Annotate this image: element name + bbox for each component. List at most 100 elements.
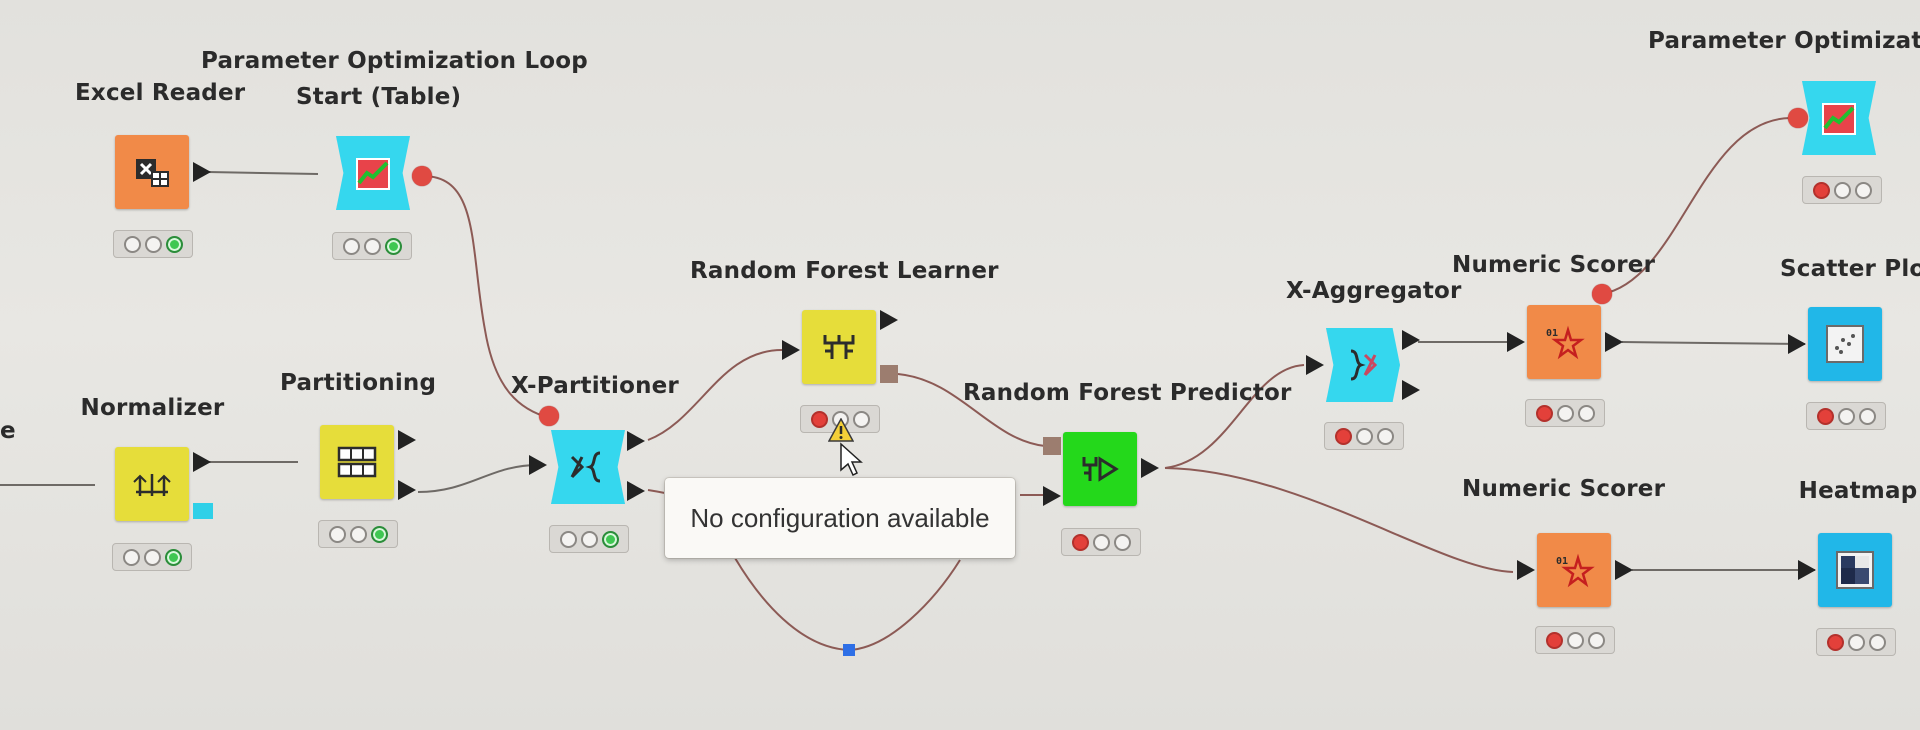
status-light-off — [1113, 533, 1131, 551]
status-light-off — [1837, 407, 1855, 425]
output-port-model[interactable] — [193, 503, 213, 519]
loop-end-icon — [1817, 96, 1861, 140]
output-port[interactable] — [1605, 332, 1623, 352]
output-port[interactable] — [1141, 458, 1159, 478]
edge-node-label-fragment: e — [0, 418, 16, 444]
node-body[interactable] — [115, 135, 189, 209]
input-port[interactable] — [1507, 332, 1525, 352]
node-status-lights — [1324, 422, 1404, 450]
input-port-flow-variable[interactable] — [1788, 108, 1808, 128]
input-port-flow-variable[interactable] — [539, 406, 559, 426]
node-status-lights — [1816, 628, 1896, 656]
connection-loop-bend — [734, 557, 961, 652]
node-body[interactable]: 01 — [1537, 533, 1611, 607]
output-port-flow-variable[interactable] — [1592, 284, 1612, 304]
output-port-model[interactable] — [880, 365, 898, 383]
node-status-lights — [1535, 626, 1615, 654]
node-body[interactable] — [336, 136, 410, 210]
node-label: Random Forest Predictor — [963, 380, 1292, 406]
output-port-training[interactable] — [627, 431, 645, 451]
node-body[interactable] — [1802, 81, 1876, 155]
configuration-tooltip: No configuration available — [665, 478, 1015, 558]
output-port-test[interactable] — [627, 481, 645, 501]
node-body[interactable] — [551, 430, 625, 504]
status-light-off — [1092, 533, 1110, 551]
node-body[interactable] — [802, 310, 876, 384]
node-label-line-2: Start (Table) — [296, 84, 462, 110]
node-status-lights — [1061, 528, 1141, 556]
status-light-off — [349, 525, 367, 543]
input-port[interactable] — [1798, 560, 1816, 580]
node-label: Normalizer — [80, 395, 225, 421]
status-light-off — [1587, 631, 1605, 649]
connection-bendpoint[interactable] — [843, 644, 855, 656]
status-light-off — [342, 237, 360, 255]
status-light-off — [559, 530, 577, 548]
status-light-green — [370, 525, 388, 543]
heatmap-icon — [1833, 548, 1877, 592]
warning-icon — [828, 418, 854, 442]
output-port-flow-variable[interactable] — [412, 166, 432, 186]
output-port[interactable] — [193, 452, 211, 472]
connection-learner-model — [897, 373, 1046, 447]
node-body[interactable] — [1818, 533, 1892, 607]
input-port[interactable] — [1517, 560, 1535, 580]
output-port-second[interactable] — [1402, 380, 1420, 400]
scatter-plot-icon — [1823, 322, 1867, 366]
node-label: Numeric Scorer — [1462, 476, 1666, 502]
status-light-off — [363, 237, 381, 255]
node-body[interactable] — [320, 425, 394, 499]
mouse-cursor-icon — [840, 442, 863, 477]
output-port-second[interactable] — [398, 480, 416, 500]
status-light-off — [328, 525, 346, 543]
node-label: X-Partitioner — [511, 373, 679, 399]
status-light-off — [1854, 181, 1872, 199]
output-port[interactable] — [1402, 330, 1420, 350]
node-body[interactable] — [1808, 307, 1882, 381]
input-port[interactable] — [1788, 334, 1806, 354]
node-status-lights — [318, 520, 398, 548]
status-light-off — [1376, 427, 1394, 445]
status-light-off — [1858, 407, 1876, 425]
status-light-off — [144, 235, 162, 253]
status-light-green — [165, 235, 183, 253]
status-light-off — [580, 530, 598, 548]
status-light-green — [384, 237, 402, 255]
connection-scorer1-paramopt — [1601, 117, 1791, 295]
input-port[interactable] — [782, 340, 800, 360]
status-light-off — [1833, 181, 1851, 199]
node-status-lights — [1525, 399, 1605, 427]
status-light-off — [1577, 404, 1595, 422]
input-port-model[interactable] — [1043, 437, 1061, 455]
node-label: Numeric Scorer — [1452, 252, 1656, 278]
node-label: Random Forest Learner — [690, 258, 999, 284]
input-port[interactable] — [1043, 486, 1061, 506]
node-label: Parameter Optimization — [1648, 28, 1920, 54]
output-port[interactable] — [880, 310, 898, 330]
input-port[interactable] — [1306, 355, 1324, 375]
output-port-first[interactable] — [398, 430, 416, 450]
output-port[interactable] — [1615, 560, 1633, 580]
node-status-lights — [112, 543, 192, 571]
node-label: X-Aggregator — [1286, 278, 1462, 304]
node-label-line-1: Parameter Optimization Loop — [201, 48, 588, 74]
node-body[interactable] — [1326, 328, 1400, 402]
status-light-red — [1071, 533, 1089, 551]
x-aggregator-icon — [1341, 343, 1385, 387]
input-port[interactable] — [529, 455, 547, 475]
connection-partitioning-xpartitioner — [417, 464, 539, 493]
output-port[interactable] — [193, 162, 211, 182]
status-light-red — [810, 410, 828, 428]
node-body[interactable] — [1063, 432, 1137, 506]
status-light-off — [1847, 633, 1865, 651]
connection-scorer1-scatter — [1621, 341, 1806, 345]
node-status-lights — [332, 232, 412, 260]
node-status-lights — [1806, 402, 1886, 430]
node-body[interactable]: 01 — [1527, 305, 1601, 379]
node-body[interactable] — [115, 447, 189, 521]
partitioning-icon — [335, 440, 379, 484]
status-light-red — [1545, 631, 1563, 649]
rf-learner-icon — [817, 325, 861, 369]
